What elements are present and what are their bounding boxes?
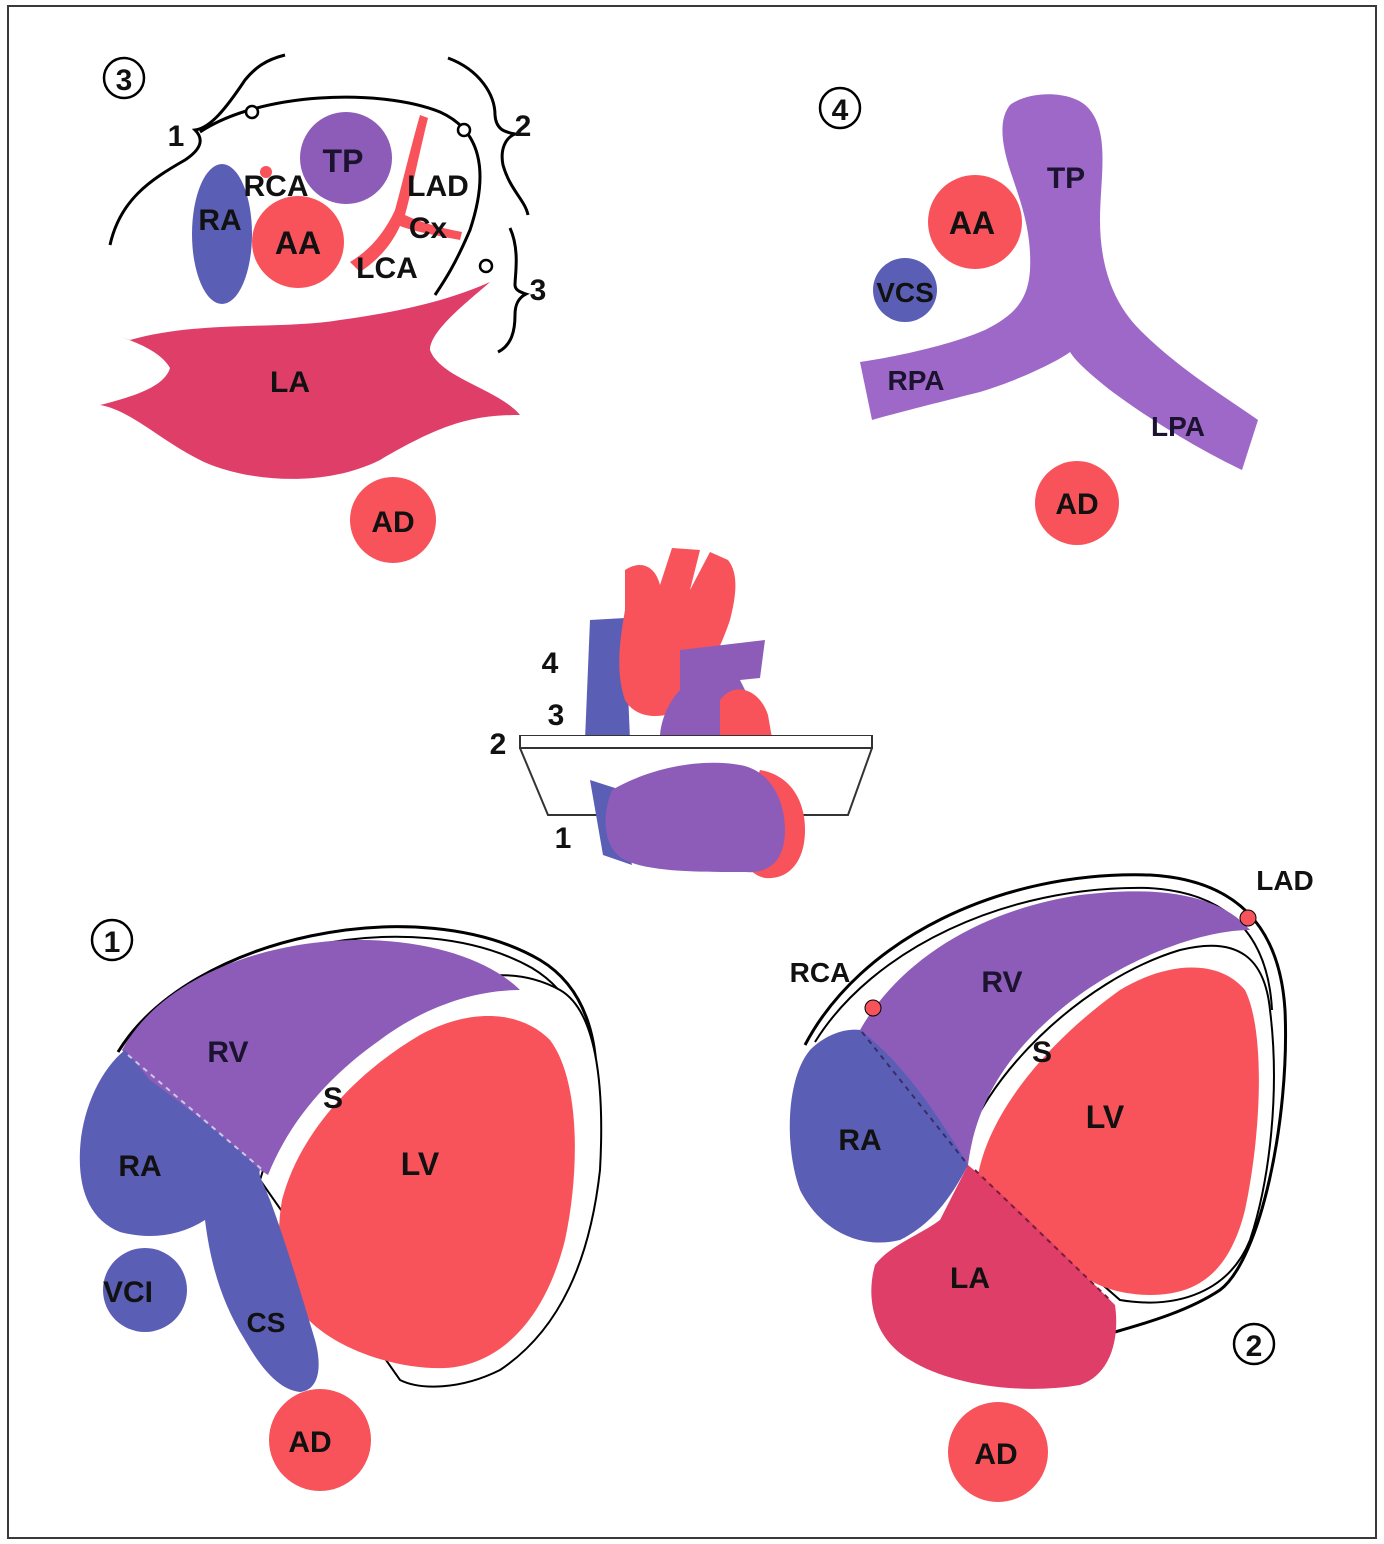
level-4-label: 4 [542,647,559,680]
panel-4-label-ad: AD [1055,488,1098,521]
panel-4-label-lpa: LPA [1151,411,1205,442]
panel-3-label-lca: LCA [356,252,418,285]
panel-1-label-lv: LV [401,1146,440,1182]
panel-4: 4 TP RPA LPA AA VCS AD [820,88,1258,545]
panel-3: 3 1 2 3 LA RA TP AA RCA LAD Cx [100,55,546,563]
section-plane-edge [520,736,872,748]
panel-2-label-ra: RA [838,1124,881,1157]
level-1-label: 1 [555,822,572,855]
panel-3-label-aa: AA [275,225,321,261]
bracket-2-label: 2 [515,110,532,143]
panel-2: 2 RV LV S RA LA LAD RCA AD [790,865,1314,1502]
panel-1-label-rv: RV [207,1036,248,1069]
panel-3-label-ra: RA [198,204,241,237]
panel-1-number: 1 [104,926,121,959]
panel-3-label-la: LA [270,366,310,399]
panel-4-label-tp: TP [1047,162,1085,195]
left-atrium-shape [100,282,520,479]
center-heart: 4 3 2 1 [490,548,872,878]
panel-2-label-lad: LAD [1256,865,1314,896]
bracket-1-label: 1 [168,120,185,153]
level-3-label: 3 [548,699,565,732]
panel-2-label-ad: AD [974,1438,1017,1471]
panel-4-number: 4 [832,94,849,127]
panel-3-label-cx: Cx [409,212,448,245]
center-atrium-shape [720,689,772,738]
panel-2-number: 2 [1246,1330,1263,1363]
panel-1: 1 RV LV S RA CS VCI AD [80,920,601,1491]
panel-3-label-tp: TP [323,143,364,179]
panel-1-label-cs: CS [247,1307,286,1338]
bracket-2-marker [458,124,470,136]
panel-2-label-s: S [1032,1036,1052,1069]
panel-1-label-s: S [323,1082,343,1115]
panel-3-label-lad: LAD [407,170,469,203]
panel-2-lad-dot [1240,910,1256,926]
panel-2-label-la: LA [950,1262,990,1295]
panel-4-label-aa: AA [949,205,995,241]
panel-4-label-rpa: RPA [887,365,944,396]
panel-3-label-ad: AD [371,506,414,539]
panel-3-number: 3 [116,64,133,97]
panel-2-label-lv: LV [1086,1099,1125,1135]
center-lower-rv-shape [606,763,785,872]
panel-3-label-rca: RCA [244,170,309,203]
level-2-label: 2 [490,728,507,761]
panel-2-label-rv: RV [981,966,1022,999]
bracket-1-marker [246,106,258,118]
bracket-3-marker [480,260,492,272]
panel-1-label-ad: AD [288,1426,331,1459]
bracket-3 [498,228,526,352]
panel-2-rca-dot [865,1000,881,1016]
panel-4-label-vcs: VCS [876,277,934,308]
panel-1-label-vci: VCI [103,1276,153,1309]
panel-2-label-rca: RCA [790,957,851,988]
bracket-3-label: 3 [530,274,547,307]
panel-1-label-ra: RA [118,1150,161,1183]
